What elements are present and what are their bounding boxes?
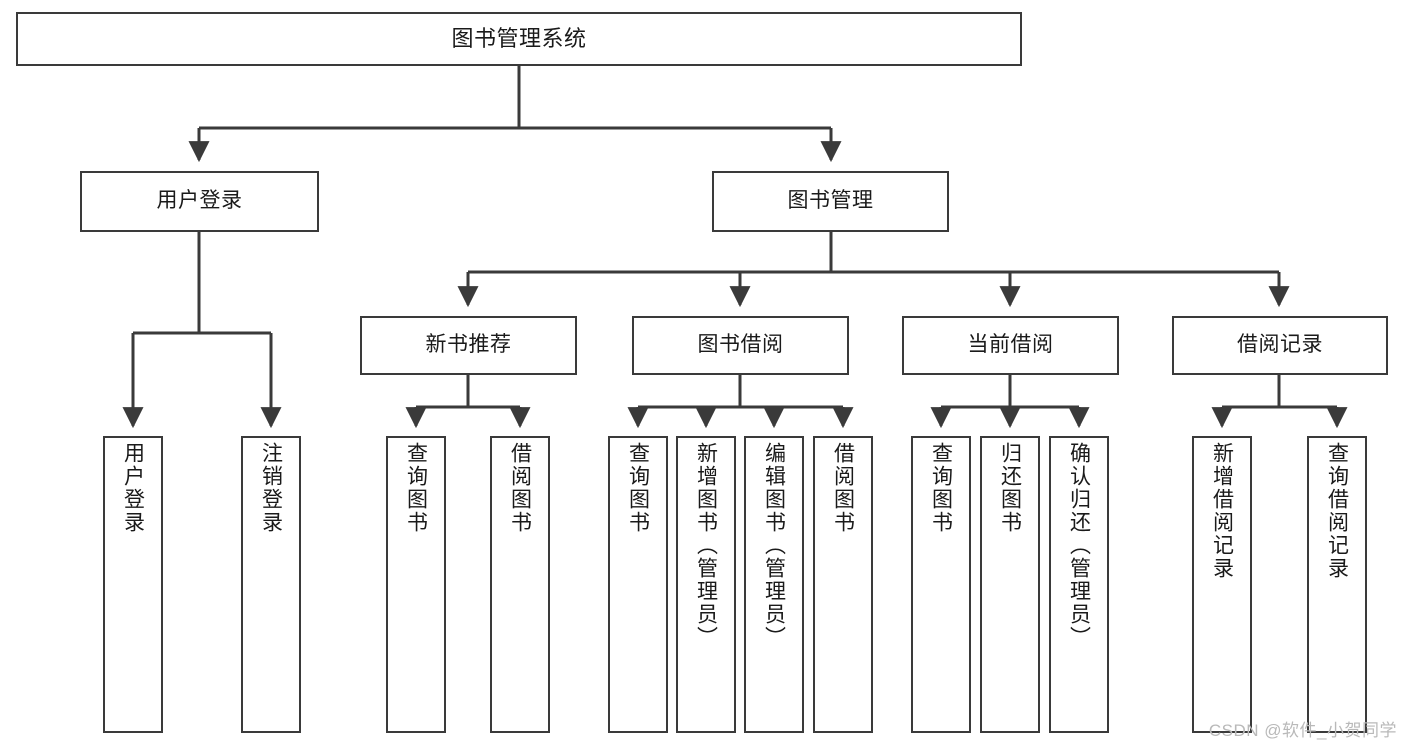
node-label: 查询图书 <box>404 442 428 534</box>
node-label: 图书管理系统 <box>451 26 587 52</box>
node-label: 图书借阅 <box>697 333 784 357</box>
node-label: 新书推荐 <box>425 333 512 357</box>
node-label: 当前借阅 <box>967 333 1054 357</box>
node-new-book-recommend[interactable]: 新书推荐 <box>360 316 577 375</box>
node-label: 归还图书 <box>998 442 1022 534</box>
node-label: 编辑图书（管理员） <box>762 442 786 649</box>
node-label: 查询图书 <box>626 442 650 534</box>
node-label: 借阅记录 <box>1237 333 1323 357</box>
leaf-user-login-logout[interactable]: 注销登录 <box>241 436 301 733</box>
node-borrow-record[interactable]: 借阅记录 <box>1172 316 1388 375</box>
leaf-user-login-login[interactable]: 用户登录 <box>103 436 163 733</box>
leaf-recommend-query-book[interactable]: 查询图书 <box>386 436 446 733</box>
node-label: 新增图书（管理员） <box>694 442 718 649</box>
node-label: 用户登录 <box>156 189 243 213</box>
leaf-borrow-edit-book-admin[interactable]: 编辑图书（管理员） <box>744 436 804 733</box>
leaf-current-return-book[interactable]: 归还图书 <box>980 436 1040 733</box>
leaf-borrow-query-book[interactable]: 查询图书 <box>608 436 668 733</box>
node-label: 确认归还（管理员） <box>1067 442 1091 649</box>
node-label: 新增借阅记录 <box>1210 442 1234 580</box>
node-label: 查询借阅记录 <box>1325 442 1349 580</box>
leaf-record-query-record[interactable]: 查询借阅记录 <box>1307 436 1367 733</box>
node-user-login[interactable]: 用户登录 <box>80 171 319 232</box>
node-label: 注销登录 <box>259 442 283 534</box>
leaf-recommend-borrow-book[interactable]: 借阅图书 <box>490 436 550 733</box>
leaf-record-add-record[interactable]: 新增借阅记录 <box>1192 436 1252 733</box>
node-label: 图书管理 <box>787 189 874 213</box>
node-label: 查询图书 <box>929 442 953 534</box>
leaf-borrow-borrow-book[interactable]: 借阅图书 <box>813 436 873 733</box>
node-root-book-management-system[interactable]: 图书管理系统 <box>16 12 1022 66</box>
node-book-management[interactable]: 图书管理 <box>712 171 949 232</box>
leaf-borrow-add-book-admin[interactable]: 新增图书（管理员） <box>676 436 736 733</box>
node-current-borrow[interactable]: 当前借阅 <box>902 316 1119 375</box>
node-label: 借阅图书 <box>831 442 855 534</box>
node-label: 借阅图书 <box>508 442 532 534</box>
csdn-watermark: CSDN @软件_小贺同学 <box>1208 721 1397 740</box>
leaf-current-confirm-return-admin[interactable]: 确认归还（管理员） <box>1049 436 1109 733</box>
node-label: 用户登录 <box>121 442 145 534</box>
node-book-borrow[interactable]: 图书借阅 <box>632 316 849 375</box>
leaf-current-query-book[interactable]: 查询图书 <box>911 436 971 733</box>
